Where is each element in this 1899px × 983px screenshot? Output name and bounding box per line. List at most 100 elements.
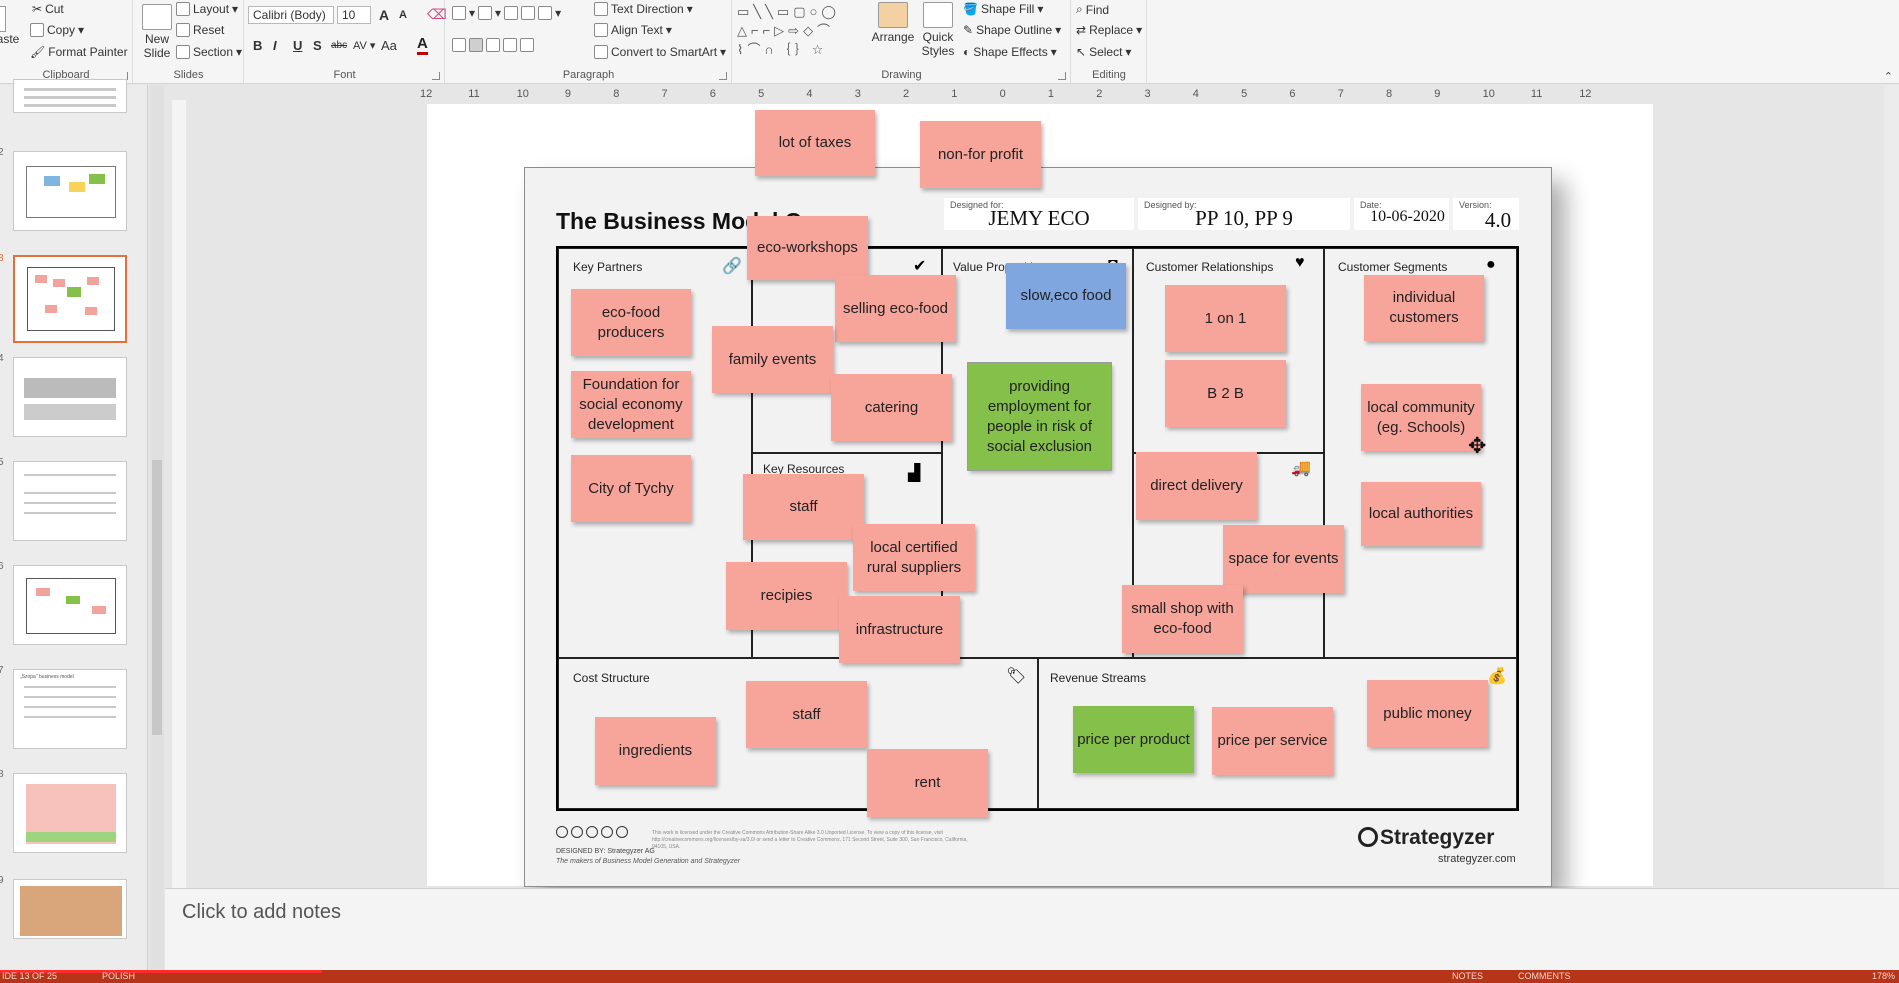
shapes-gallery[interactable]: ▭╲╲▭▢○◯△⌐⌐▷⇨◇⌒⌇⌒∩｛｝☆ <box>737 4 840 57</box>
slide-thumbnail-5[interactable] <box>13 461 127 541</box>
sticky-note-infrastructure[interactable]: infrastructure <box>839 596 960 663</box>
font-size-select[interactable]: 10 <box>337 6 371 24</box>
quick-styles-button[interactable]: Quick Styles <box>917 2 959 58</box>
sticky-note-small-shop[interactable]: small shop with eco-food <box>1122 585 1243 653</box>
sticky-note-local-community[interactable]: local community (eg. Schools) <box>1361 384 1481 451</box>
clear-format-icon[interactable]: ⌫ <box>427 6 447 22</box>
revenue-streams-cell[interactable] <box>1038 658 1517 809</box>
text-direction-button[interactable]: Text Direction▾ <box>594 2 693 16</box>
ruler-tick-label: 5 <box>758 88 765 100</box>
key-partners-cell[interactable] <box>558 248 752 658</box>
align-left-icon <box>452 38 466 52</box>
slide-thumbnail-2[interactable] <box>13 151 127 231</box>
sticky-note-one-on-one[interactable]: 1 on 1 <box>1165 285 1286 352</box>
italic-button[interactable]: I <box>273 38 277 53</box>
font-color-button[interactable]: A <box>417 36 428 55</box>
select-button[interactable]: ↖Select▾ <box>1076 45 1132 59</box>
designed-for-field[interactable]: Designed for:JEMY ECO <box>944 198 1134 230</box>
sticky-note-non-for-profit[interactable]: non-for profit <box>920 121 1041 188</box>
shrink-font-button[interactable]: A <box>399 9 407 21</box>
sticky-note-individual-customers[interactable]: individual customers <box>1364 275 1484 341</box>
sticky-note-slow-eco-food[interactable]: slow,eco food <box>1006 263 1126 329</box>
alignment-buttons[interactable] <box>452 38 534 52</box>
sticky-note-city-of-tychy[interactable]: City of Tychy <box>571 455 691 522</box>
slide-thumbnail-6[interactable] <box>13 565 127 645</box>
sticky-note-eco-workshops[interactable]: eco-workshops <box>747 216 868 280</box>
new-slide-icon <box>142 4 172 30</box>
sticky-note-recipies[interactable]: recipies <box>726 562 847 630</box>
editor-vertical-scrollbar[interactable] <box>1884 85 1899 888</box>
sticky-note-providing-employment[interactable]: providing employment for people in risk … <box>967 362 1112 471</box>
change-case-button[interactable]: Aa <box>381 38 397 53</box>
arrange-button[interactable]: Arrange <box>871 2 915 44</box>
replace-button[interactable]: ⇄Replace▾ <box>1076 23 1143 37</box>
sticky-note-public-money[interactable]: public money <box>1367 680 1488 747</box>
align-text-button[interactable]: Align Text▾ <box>594 23 672 37</box>
date-field[interactable]: Date:10-06-2020 <box>1354 198 1449 230</box>
sticky-note-rent[interactable]: rent <box>867 749 988 817</box>
sticky-note-catering[interactable]: catering <box>831 374 952 441</box>
sticky-note-local-authorities[interactable]: local authorities <box>1361 482 1481 546</box>
value-propositions-cell[interactable] <box>942 248 1133 658</box>
sticky-note-selling-eco-food[interactable]: selling eco-food <box>835 275 956 342</box>
slide-thumbnail-8[interactable] <box>13 773 127 853</box>
find-button[interactable]: ⌕Find <box>1076 2 1110 17</box>
sticky-note-price-per-service[interactable]: price per service <box>1212 707 1333 775</box>
bold-button[interactable]: B <box>253 38 263 53</box>
shadow-button[interactable]: S <box>313 38 322 53</box>
language-indicator[interactable]: POLISH <box>102 971 136 981</box>
slide-thumbnail-7[interactable]: „Szopa" business model <box>13 669 127 749</box>
bullets-button[interactable]: ▾ ▾ ▾ <box>452 6 561 20</box>
grow-font-button[interactable]: A <box>379 7 390 23</box>
slide-thumbnail-1[interactable] <box>13 79 127 113</box>
font-name-select[interactable]: Calibri (Body) <box>248 6 334 24</box>
collapse-ribbon-icon[interactable]: ⌃ <box>1883 71 1893 83</box>
paste-button[interactable]: aste <box>0 6 22 46</box>
sticky-note-lot-of-taxes[interactable]: lot of taxes <box>755 110 875 176</box>
shape-fill-button[interactable]: 🪣Shape Fill▾ <box>963 2 1044 16</box>
sticky-note-foundation[interactable]: Foundation for social economy developmen… <box>571 371 691 438</box>
format-painter-button[interactable]: 🖌Format Painter <box>30 45 128 59</box>
designed-by-field[interactable]: Designed by:PP 10, PP 9 <box>1138 198 1350 230</box>
copy-icon <box>30 23 44 37</box>
underline-button[interactable]: U <box>293 38 303 53</box>
sticky-note-b2b[interactable]: B 2 B <box>1165 360 1286 427</box>
shape-outline-button[interactable]: ✎Shape Outline▾ <box>963 23 1062 37</box>
notes-toggle[interactable]: NOTES <box>1452 971 1484 981</box>
sticky-note-eco-food-producers[interactable]: eco-food producers <box>571 289 691 356</box>
sticky-note-staff-resources[interactable]: staff <box>743 474 864 540</box>
slide-thumbnail-3[interactable] <box>13 255 127 343</box>
convert-smartart-button[interactable]: Convert to SmartArt▾ <box>594 45 726 59</box>
cost-structure-cell[interactable] <box>558 658 1038 809</box>
thumbnails-scroll-thumb[interactable] <box>152 460 162 735</box>
font-launcher[interactable] <box>432 72 440 80</box>
spacing-button[interactable]: AV ▾ <box>353 40 376 52</box>
sticky-note-staff-cost[interactable]: staff <box>746 681 867 748</box>
designed-by-value: PP 10, PP 9 <box>1195 206 1293 230</box>
customer-segments-cell[interactable] <box>1324 248 1517 658</box>
sticky-note-local-suppliers[interactable]: local certified rural suppliers <box>853 524 975 591</box>
version-field[interactable]: Version:4.0 <box>1453 198 1519 232</box>
drawing-launcher[interactable] <box>1058 72 1066 80</box>
reset-button[interactable]: Reset <box>176 23 224 37</box>
sticky-note-space-for-events[interactable]: space for events <box>1223 525 1344 593</box>
copy-button[interactable]: Copy▾ <box>30 23 84 37</box>
section-button[interactable]: Section▾ <box>176 45 242 59</box>
cut-button[interactable]: ✂Cut <box>32 2 64 16</box>
notes-pane[interactable]: Click to add notes <box>165 888 1899 970</box>
shape-effects-button[interactable]: ◐Shape Effects▾ <box>963 45 1057 59</box>
comments-toggle[interactable]: COMMENTS <box>1518 971 1571 981</box>
sticky-note-price-per-product[interactable]: price per product <box>1073 706 1194 773</box>
sticky-note-family-events[interactable]: family events <box>712 326 833 393</box>
slide-thumbnail-4[interactable] <box>13 357 127 437</box>
scissors-icon: ✂ <box>32 2 43 16</box>
new-slide-button[interactable]: New Slide <box>138 4 176 60</box>
sticky-note-direct-delivery[interactable]: direct delivery <box>1136 452 1257 520</box>
zoom-level[interactable]: 178% <box>1872 971 1896 981</box>
paragraph-launcher[interactable] <box>719 72 727 80</box>
strikethrough-button[interactable]: abc <box>331 40 348 51</box>
layout-button[interactable]: Layout▾ <box>176 2 238 16</box>
slide-thumbnail-9[interactable] <box>13 879 127 939</box>
sticky-note-ingredients[interactable]: ingredients <box>595 717 716 785</box>
move-cursor-icon: ✥ <box>1468 433 1487 458</box>
